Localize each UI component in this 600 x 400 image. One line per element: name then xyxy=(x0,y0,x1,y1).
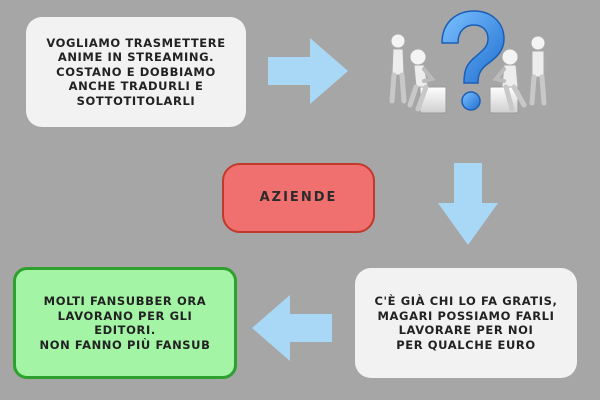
step-box-outcome: MOLTI FANSUBBER ORA LAVORANO PER GLI EDI… xyxy=(13,267,237,379)
arrow-down-icon xyxy=(438,163,498,245)
aziende-label-box: AZIENDE xyxy=(222,163,375,233)
step-box-idea: C'È GIÀ CHI LO FA GRATIS, MAGARI POSSIAM… xyxy=(355,268,577,378)
step-box-problem: VOGLIAMO TRASMETTERE ANIME IN STREAMING.… xyxy=(26,17,246,127)
arrow-left-icon xyxy=(252,295,332,361)
arrow-right-icon xyxy=(268,38,348,104)
thinking-figures-question-mark-icon xyxy=(389,10,547,114)
